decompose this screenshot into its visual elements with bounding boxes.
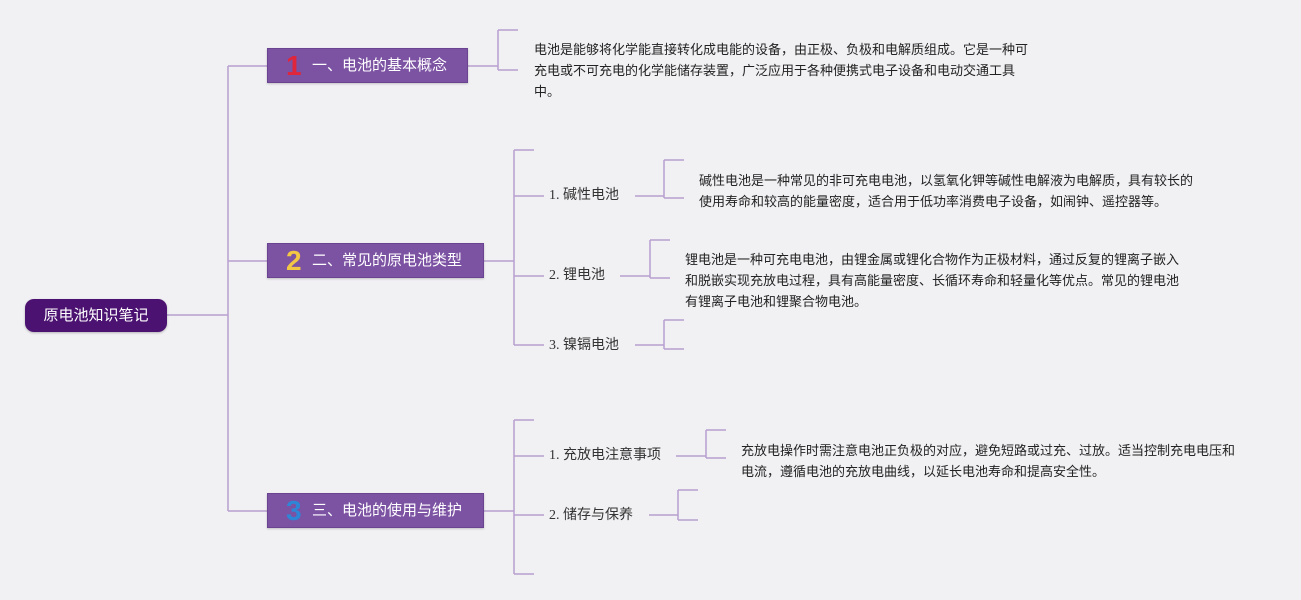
topic-usage-maintenance[interactable]: 3 三、电池的使用与维护: [267, 493, 484, 528]
subtopic-alkaline[interactable]: 1. 碱性电池: [549, 188, 619, 203]
topic-label: 二、常见的原电池类型: [312, 251, 463, 269]
note-lithium: 锂电池是一种可充电电池，由锂金属或锂化合物作为正极材料，通过反复的锂离子嵌入和脱…: [685, 253, 1180, 310]
note-charging: 充放电操作时需注意电池正负极的对应，避免短路或过充、过放。适当控制充电电压和电流…: [741, 444, 1236, 480]
subtopic-lithium[interactable]: 2. 锂电池: [549, 268, 605, 283]
root-node[interactable]: 原电池知识笔记: [25, 299, 167, 332]
topic-label: 三、电池的使用与维护: [312, 501, 463, 519]
topic-battery-types[interactable]: 2 二、常见的原电池类型: [267, 243, 484, 278]
note-alkaline: 碱性电池是一种常见的非可充电电池，以氢氧化钾等碱性电解液为电解质，具有较长的使用…: [699, 174, 1194, 210]
number-two-icon: 2: [286, 245, 302, 276]
note-basic-concept: 电池是能够将化学能直接转化成电能的设备，由正极、负极和电解质组成。它是一种可充电…: [534, 43, 1029, 100]
subtopic-storage[interactable]: 2. 储存与保养: [549, 508, 633, 523]
topic-basic-concept[interactable]: 1 一、电池的基本概念: [267, 48, 468, 83]
topic-label: 一、电池的基本概念: [312, 56, 448, 74]
number-one-icon: 1: [286, 50, 302, 81]
number-three-icon: 3: [286, 495, 302, 526]
subtopic-nickel-cadmium[interactable]: 3. 镍镉电池: [549, 338, 619, 353]
subtopic-charging[interactable]: 1. 充放电注意事项: [549, 448, 661, 463]
